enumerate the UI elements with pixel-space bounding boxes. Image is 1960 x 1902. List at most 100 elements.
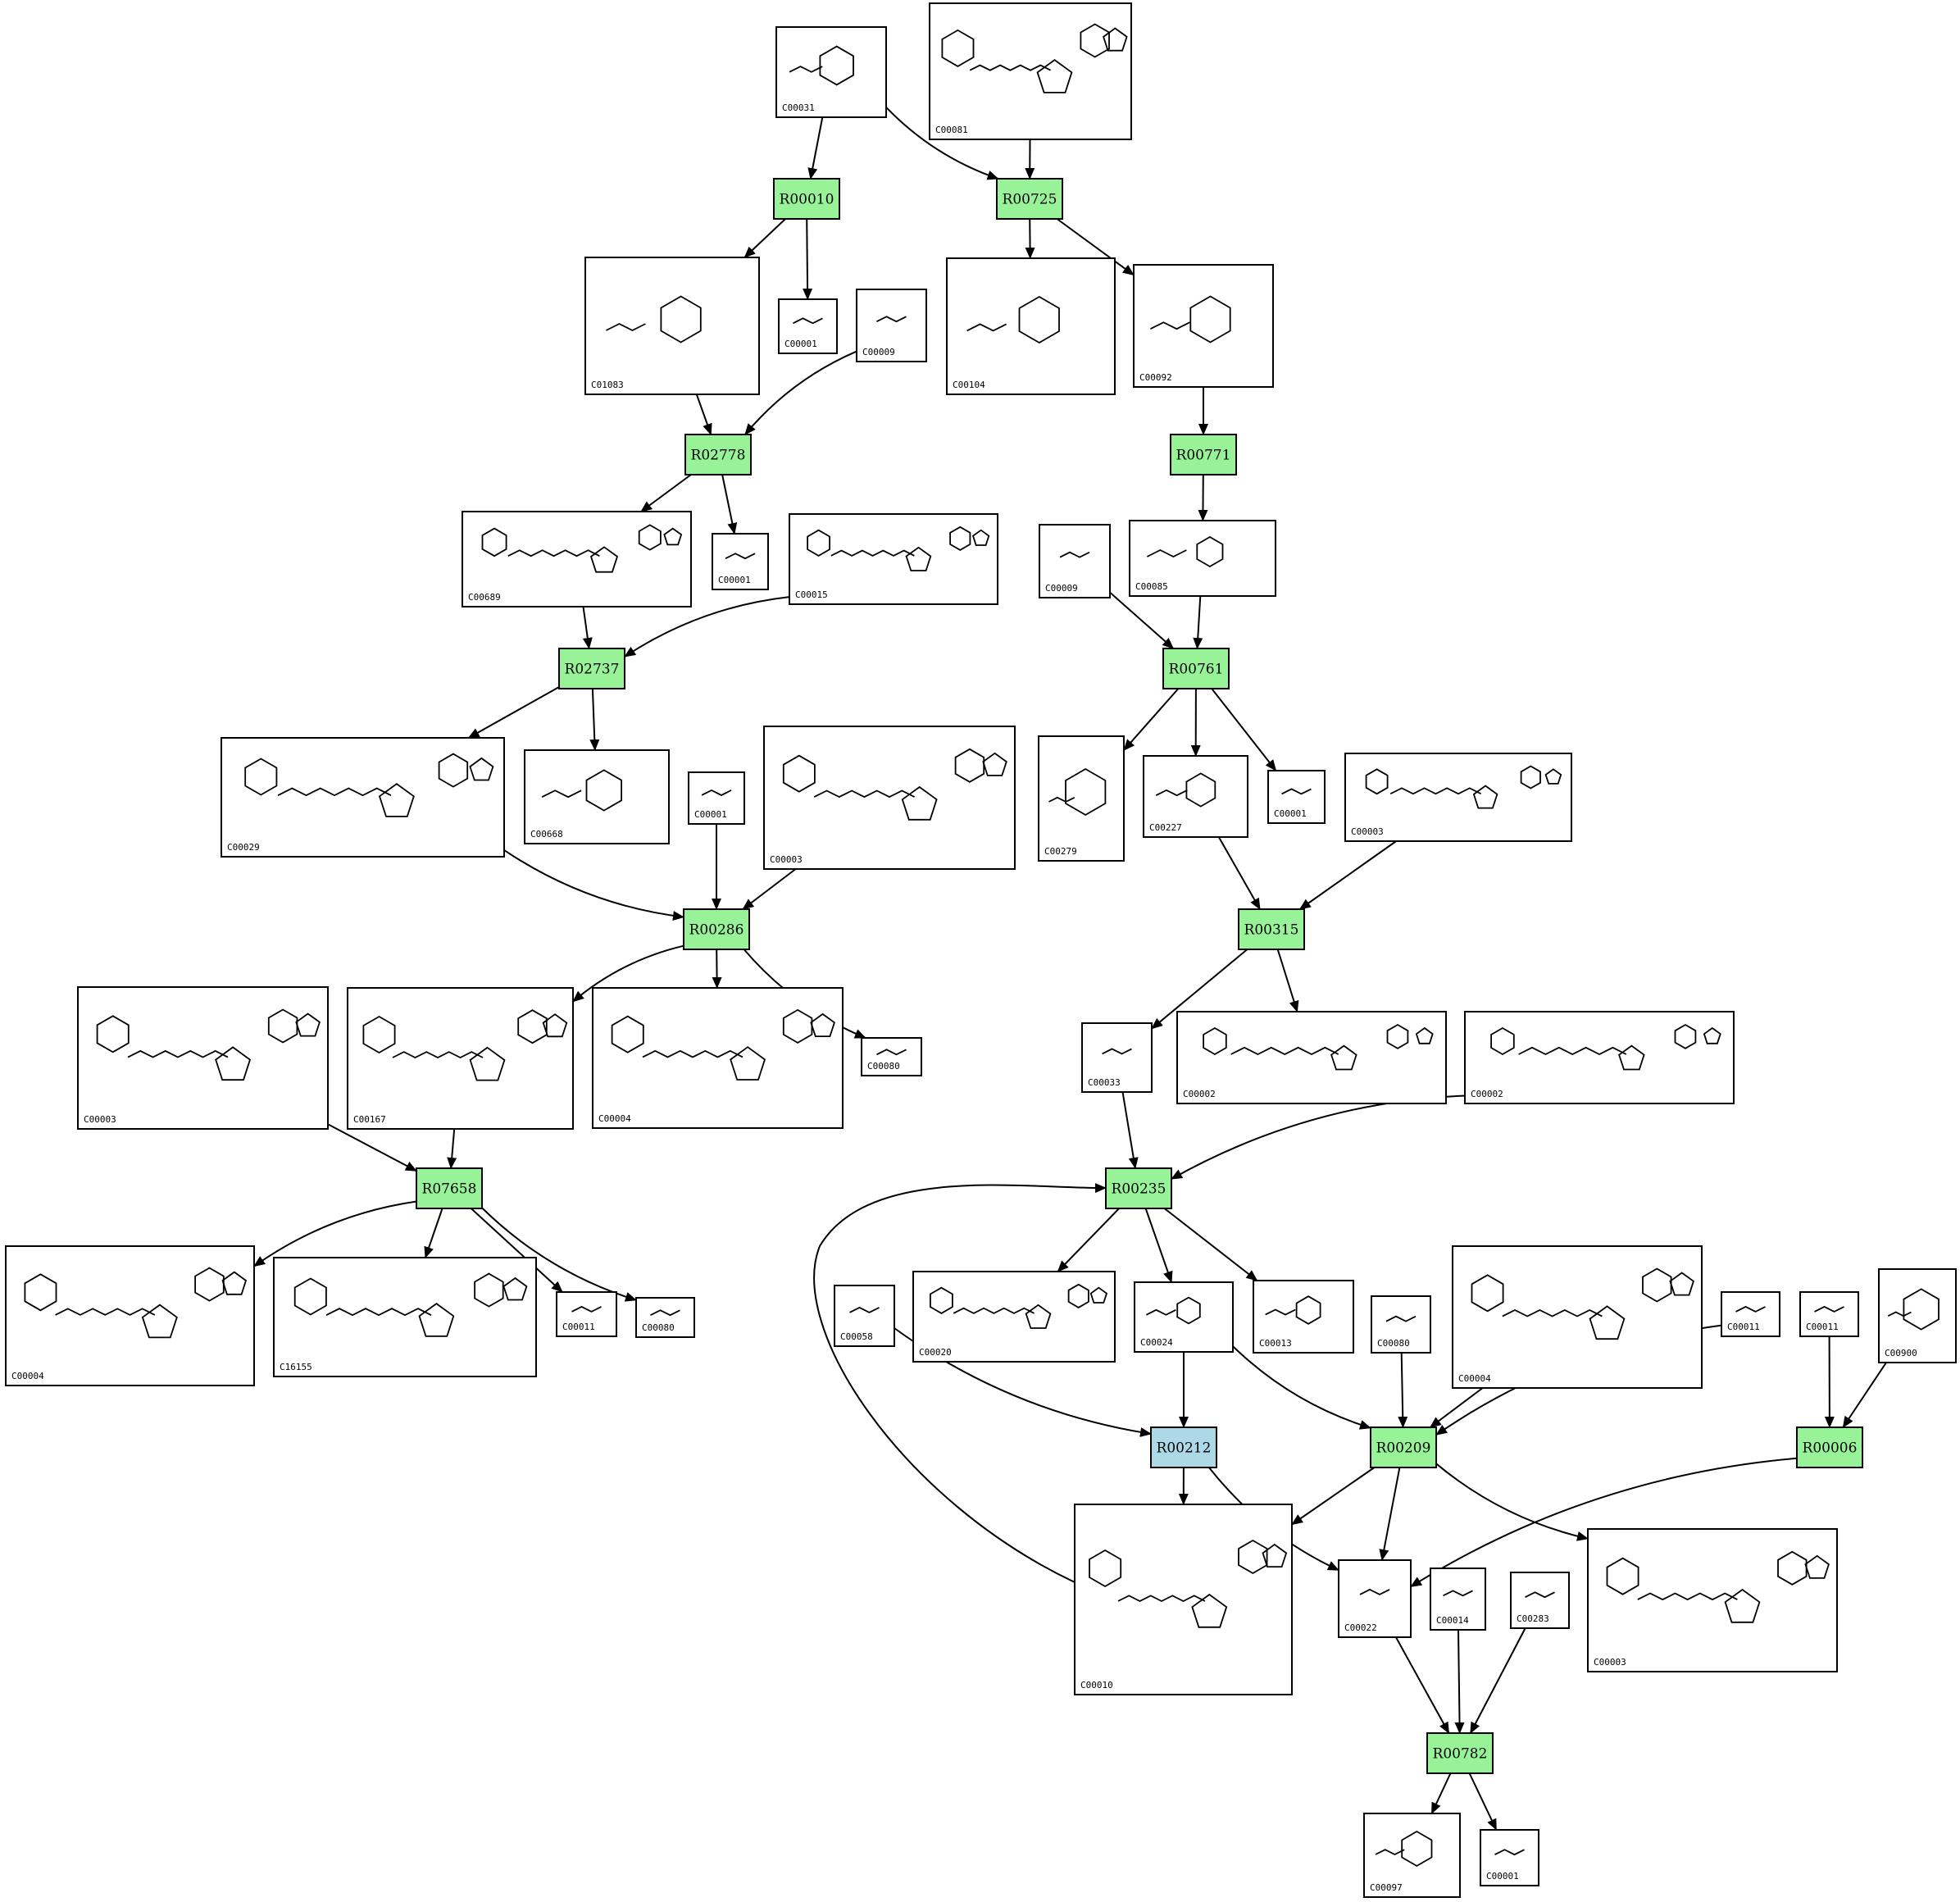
compound-node-C00003[interactable]: C00003	[77, 986, 329, 1130]
compound-box	[1371, 1295, 1431, 1354]
reaction-node-R00286[interactable]: R00286	[683, 908, 750, 950]
compound-node-C00080[interactable]: C00080	[861, 1037, 922, 1076]
compound-node-C00020[interactable]: C00020	[912, 1271, 1116, 1363]
compound-node-C00009[interactable]: C00009	[856, 289, 927, 362]
edge-c21-to-r9	[327, 1123, 417, 1172]
ring-bond	[663, 527, 683, 546]
compound-node-C00900[interactable]: C00900	[1878, 1268, 1957, 1363]
reaction-box	[1796, 1426, 1863, 1468]
compound-node-C00029[interactable]: C00029	[221, 737, 505, 858]
edge-r10-to-c33	[1057, 1208, 1120, 1272]
compound-node-C00009[interactable]: C00009	[1039, 524, 1111, 598]
compound-node-C00097[interactable]: C00097	[1363, 1813, 1461, 1898]
reaction-node-R00212[interactable]: R00212	[1150, 1426, 1217, 1468]
compound-node-C00085[interactable]: C00085	[1129, 520, 1276, 597]
compound-node-C00283[interactable]: C00283	[1510, 1572, 1570, 1629]
compound-node-C00004[interactable]: C00004	[1452, 1245, 1703, 1389]
compound-node-C00279[interactable]: C00279	[1038, 735, 1125, 862]
compound-node-C00003[interactable]: C00003	[1587, 1528, 1838, 1672]
edge-r6-to-c19	[1211, 688, 1277, 771]
compound-node-C00004[interactable]: C00004	[592, 987, 844, 1129]
ring-bond	[469, 1046, 506, 1081]
reaction-node-R00006[interactable]: R00006	[1796, 1426, 1863, 1468]
compound-node-C16155[interactable]: C16155	[273, 1257, 537, 1377]
compound-node-C00104[interactable]: C00104	[946, 257, 1116, 395]
compound-node-C00011[interactable]: C00011	[1799, 1291, 1859, 1337]
ring-bond	[194, 1267, 225, 1302]
compound-node-C00227[interactable]: C00227	[1143, 755, 1248, 838]
reaction-node-R02737[interactable]: R02737	[558, 648, 625, 689]
compound-node-C00010[interactable]: C00010	[1074, 1504, 1293, 1695]
compound-label: C00001	[694, 809, 727, 820]
compound-node-C00668[interactable]: C00668	[524, 749, 670, 844]
reaction-node-R00235[interactable]: R00235	[1105, 1167, 1172, 1209]
compound-node-C00004[interactable]: C00004	[5, 1245, 255, 1386]
compound-node-C00689[interactable]: C00689	[462, 511, 692, 607]
ring-bond	[954, 748, 985, 783]
ring-bond	[782, 1008, 813, 1044]
compound-node-C00013[interactable]: C00013	[1253, 1280, 1354, 1354]
compound-node-C00167[interactable]: C00167	[347, 987, 574, 1130]
edge-c16-to-r7	[742, 868, 797, 910]
ring-bond	[293, 1277, 327, 1316]
compound-node-C00001[interactable]: C00001	[1267, 770, 1326, 824]
compound-box	[221, 737, 505, 858]
compound-node-C00015[interactable]: C00015	[789, 513, 998, 605]
ring-bond	[941, 29, 975, 67]
reaction-box	[996, 178, 1063, 220]
compound-node-C00003[interactable]: C00003	[1344, 753, 1572, 842]
compound-node-C00080[interactable]: C00080	[635, 1297, 695, 1338]
ring-bond	[982, 752, 1007, 776]
compound-node-C00033[interactable]: C00033	[1081, 1022, 1153, 1093]
compound-node-C00002[interactable]: C00002	[1176, 1011, 1447, 1104]
edge-c10-to-r5	[624, 596, 790, 658]
reaction-node-R00209[interactable]: R00209	[1370, 1426, 1437, 1468]
compound-node-C00022[interactable]: C00022	[1338, 1559, 1412, 1638]
compound-node-C00003[interactable]: C00003	[763, 726, 1016, 870]
compound-node-C00001[interactable]: C00001	[778, 298, 838, 354]
ring-bond	[1089, 1286, 1108, 1304]
ring-bond	[1238, 1539, 1268, 1575]
compound-node-C00031[interactable]: C00031	[775, 26, 887, 118]
reaction-label: R00212	[1157, 1440, 1212, 1457]
edge-c42-to-r14	[1395, 1636, 1450, 1734]
compound-node-C00011[interactable]: C00011	[556, 1291, 617, 1337]
ring-bond	[469, 757, 494, 781]
compound-node-C00014[interactable]: C00014	[1430, 1568, 1486, 1631]
edge-r10-to-c34	[1144, 1208, 1173, 1283]
chain-bond	[953, 1307, 1035, 1314]
compound-node-C00002[interactable]: C00002	[1464, 1011, 1735, 1104]
reaction-node-R00771[interactable]: R00771	[1170, 434, 1237, 476]
compound-box	[712, 533, 769, 590]
ring-bond	[1589, 1305, 1626, 1340]
edge-c8-to-r5	[582, 606, 593, 649]
compound-node-C00080[interactable]: C00080	[1371, 1295, 1431, 1354]
reaction-box	[1170, 434, 1237, 476]
ring-bond	[1471, 1274, 1504, 1313]
ring-bond	[638, 524, 662, 551]
reaction-box	[1162, 648, 1230, 689]
reaction-node-R00761[interactable]: R00761	[1162, 648, 1230, 689]
chain-bond	[1145, 1308, 1176, 1316]
reaction-node-R02778[interactable]: R02778	[684, 434, 752, 476]
reaction-node-R07658[interactable]: R07658	[416, 1167, 483, 1209]
compound-node-C00001[interactable]: C00001	[712, 533, 769, 590]
compound-node-C00081[interactable]: C00081	[929, 2, 1132, 140]
reaction-node-R00010[interactable]: R00010	[773, 178, 840, 220]
reaction-node-R00315[interactable]: R00315	[1238, 908, 1305, 950]
compound-node-C01083[interactable]: C01083	[584, 257, 760, 395]
compound-label: C00900	[1885, 1348, 1917, 1358]
reaction-node-R00782[interactable]: R00782	[1426, 1732, 1494, 1774]
compound-node-C00001[interactable]: C00001	[688, 771, 745, 825]
compound-node-C00092[interactable]: C00092	[1133, 264, 1274, 388]
reaction-label: R00315	[1244, 922, 1299, 939]
compound-node-C00058[interactable]: C00058	[834, 1285, 895, 1347]
compound-box	[584, 257, 760, 395]
chain-bond	[1887, 1311, 1912, 1317]
ring-bond	[244, 758, 278, 796]
compound-node-C00001[interactable]: C00001	[1480, 1829, 1539, 1886]
compound-node-C00024[interactable]: C00024	[1134, 1281, 1234, 1353]
reaction-node-R00725[interactable]: R00725	[996, 178, 1063, 220]
edge-r9-to-c29	[424, 1208, 443, 1258]
compound-node-C00011[interactable]: C00011	[1721, 1291, 1780, 1337]
